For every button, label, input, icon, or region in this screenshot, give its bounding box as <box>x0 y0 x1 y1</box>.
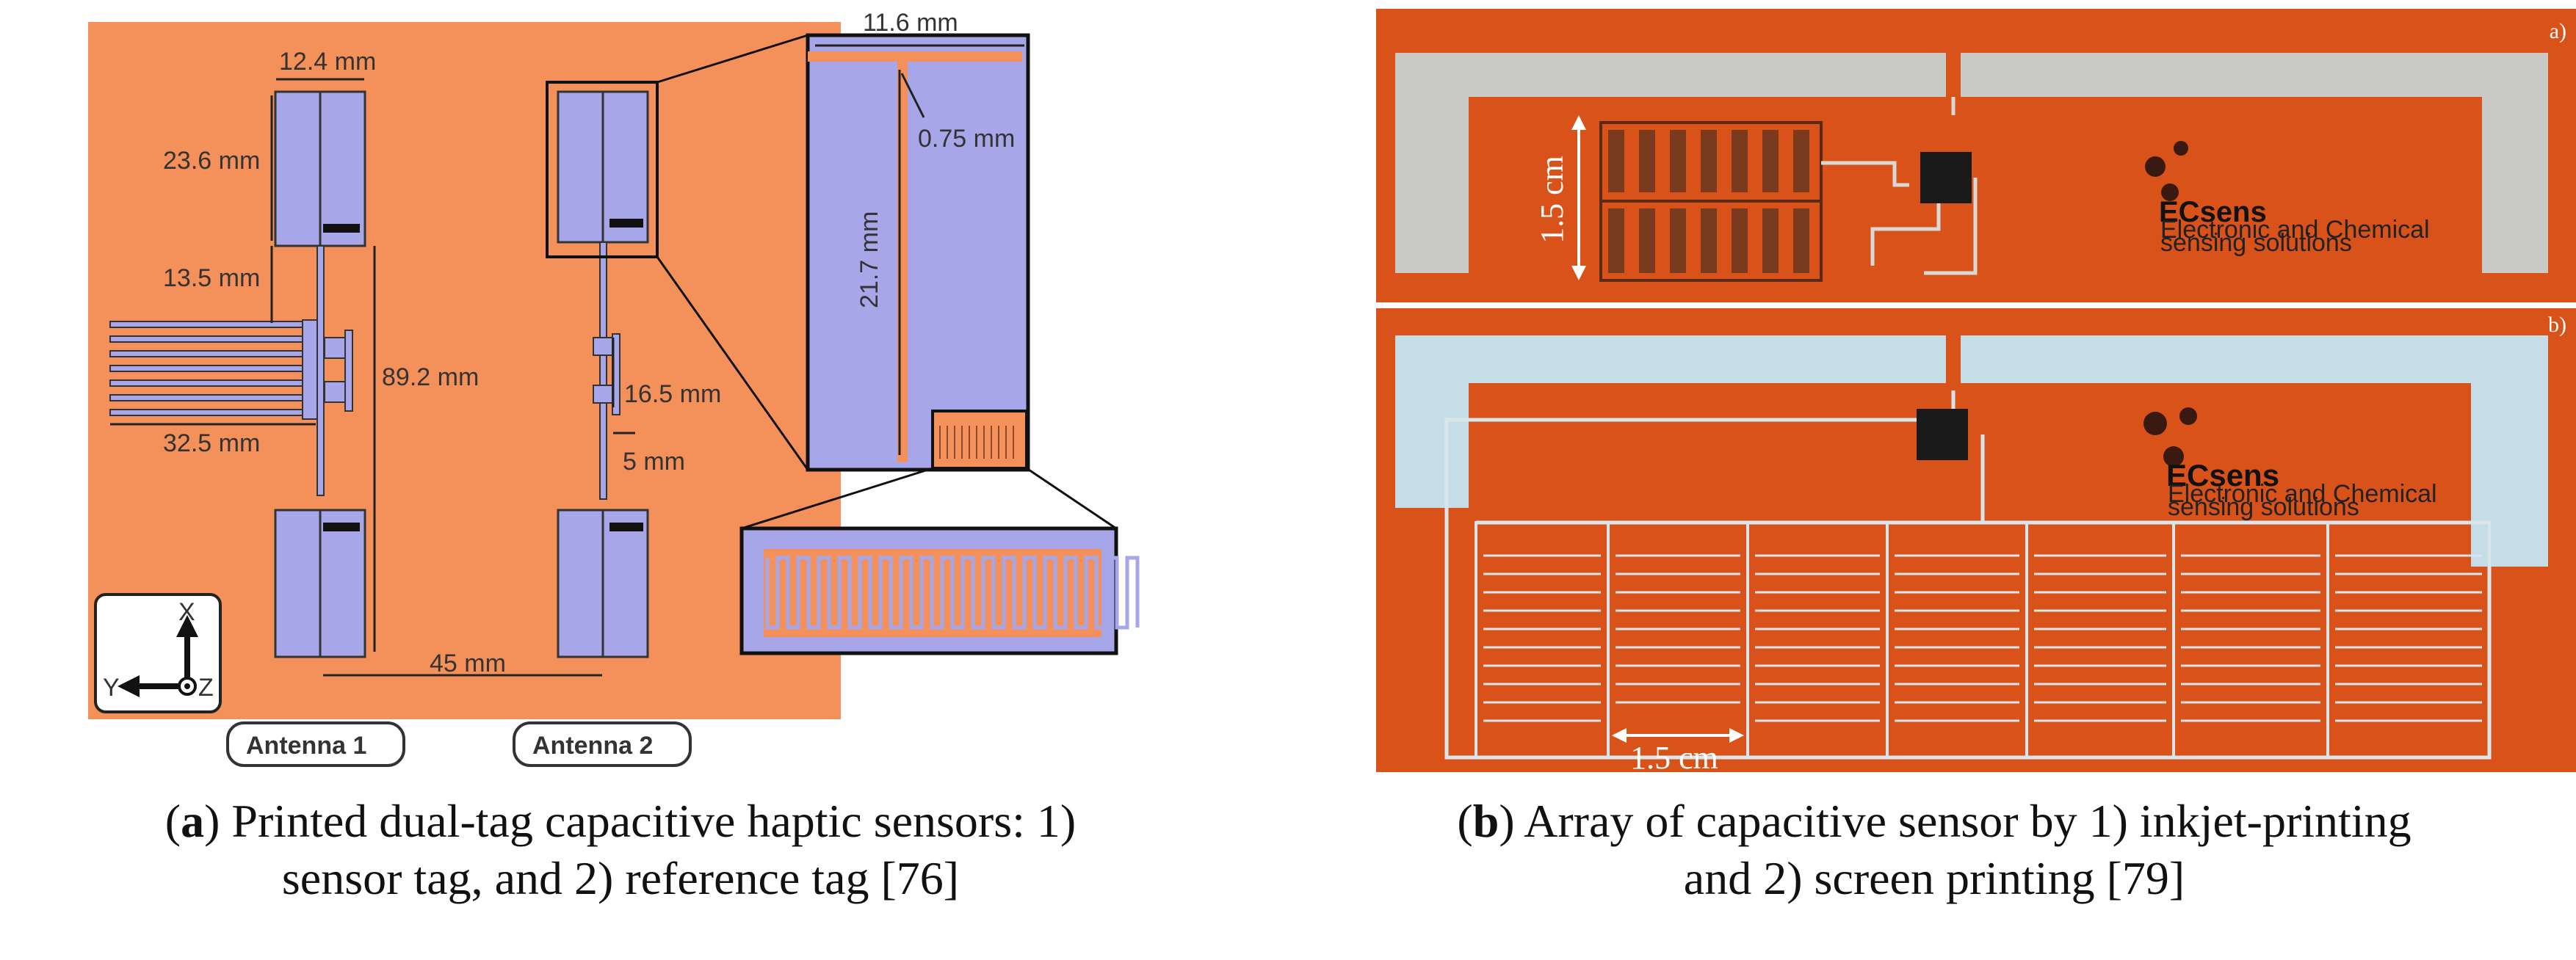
photo-panel-a: 1.5 cm ECsens Electronic and Chemical se… <box>1376 9 2576 302</box>
ecsens-logo-a: ECsens Electronic and Chemical sensing s… <box>2145 141 2430 257</box>
ic-chip-b <box>1917 409 1968 460</box>
dim-11-6mm: 11.6 mm <box>863 9 958 37</box>
dim-89-2mm: 89.2 mm <box>382 363 479 391</box>
axes-indicator: X Y Z <box>94 593 222 713</box>
caption-b: (b) Array of capacitive sensor by 1) ink… <box>1292 793 2576 907</box>
antenna2-feed <box>593 241 621 500</box>
dim-1-5cm-a: 1.5 cm <box>1534 156 1570 244</box>
dim-13-5mm: 13.5 mm <box>163 264 260 292</box>
antenna2-label-box <box>513 721 692 767</box>
sensor-array-a <box>1599 121 1823 282</box>
antenna1-feed <box>316 245 353 496</box>
zoom-source-box <box>546 81 659 258</box>
sensor-fingers-a <box>1608 130 1809 273</box>
enlarged-patch-view <box>806 33 1030 472</box>
axis-x-label: X <box>178 598 195 626</box>
antenna1-bottom-patch <box>274 509 366 658</box>
antenna2-label: Antenna 2 <box>532 732 653 760</box>
ecsens-logo-b: ECsens Electronic and Chemical sensing s… <box>2143 407 2437 521</box>
dim-16-5mm: 16.5 mm <box>624 380 721 408</box>
caption-a: (a) Printed dual-tag capacitive haptic s… <box>0 793 1241 907</box>
figure-a-antenna-schematic: 12.4 mm 23.6 mm 13.5 mm 32.5 mm 89.2 mm … <box>88 9 1140 767</box>
dim-5mm: 5 mm <box>623 448 685 476</box>
antenna1-top-patch <box>274 90 366 247</box>
caption-b-letter: b <box>1472 795 1499 847</box>
antenna1-label: Antenna 1 <box>246 732 366 760</box>
figure-b-photographs: 1.5 cm ECsens Electronic and Chemical se… <box>1376 9 2576 772</box>
sensor-meanders-b <box>1483 554 2482 722</box>
dim-32-5mm: 32.5 mm <box>163 429 260 457</box>
caption-a-line2: sensor tag, and 2) reference tag [76] <box>281 852 960 904</box>
dim-21-7mm: 21.7 mm <box>855 211 883 308</box>
antenna1-interdigital-sensor <box>109 319 318 420</box>
caption-a-line1: Printed dual-tag capacitive haptic senso… <box>220 795 1077 847</box>
dim-1-5cm-b: 1.5 cm <box>1630 740 1718 772</box>
panel-a-tag: a) <box>2550 19 2566 43</box>
antenna2-bottom-patch <box>557 509 649 658</box>
antenna2-top-patch <box>557 90 649 244</box>
sensor-array-b <box>1475 521 2491 759</box>
ecsens-sub2-b: sensing solutions <box>2168 493 2359 521</box>
ecsens-logo-text-a: ECsens <box>2159 196 2267 228</box>
axis-z-label: Z <box>198 674 214 702</box>
photo-panel-b: 1.5 cm ECsens Electronic and Chemical se… <box>1376 308 2576 772</box>
dim-23-6mm: 23.6 mm <box>163 147 260 175</box>
caption-b-line2: and 2) screen printing [79] <box>1683 852 2185 904</box>
axis-y-label: Y <box>103 674 120 702</box>
ecsens-sub2-a: sensing solutions <box>2160 229 2352 257</box>
panel-b-tag: b) <box>2548 313 2566 337</box>
caption-b-line1: Array of capacitive sensor by 1) inkjet-… <box>1514 795 2412 847</box>
caption-a-letter: a <box>181 795 205 847</box>
dim-0-75mm: 0.75 mm <box>918 125 1015 153</box>
dim-12-4mm: 12.4 mm <box>279 48 376 76</box>
enlarged-meander-view <box>739 526 1140 655</box>
ic-chip-a <box>1920 152 1972 203</box>
dim-45mm: 45 mm <box>430 650 506 677</box>
ecsens-logo-text-b: ECsens <box>2166 458 2279 492</box>
ecsens-sub1-a: Electronic and Chemical <box>2160 216 2430 244</box>
antenna1-label-box <box>226 721 405 767</box>
ecsens-sub1-b: Electronic and Chemical <box>2168 480 2437 508</box>
